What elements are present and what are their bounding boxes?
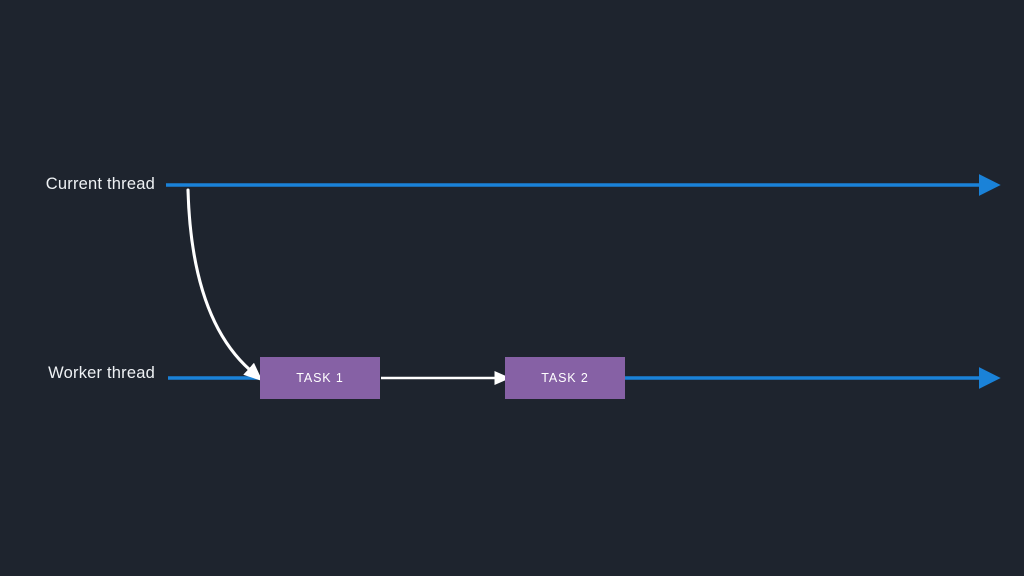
lane-label-worker-thread: Worker thread [48, 364, 155, 382]
task-label-task-1: TASK 1 [296, 371, 344, 385]
task-label-task-2: TASK 2 [541, 371, 589, 385]
lane-label-current-thread: Current thread [45, 175, 155, 193]
task-box-task-1[interactable]: TASK 1 [260, 357, 380, 399]
task-box-task-2[interactable]: TASK 2 [505, 357, 625, 399]
dispatch-curve-arrow [186, 188, 263, 382]
